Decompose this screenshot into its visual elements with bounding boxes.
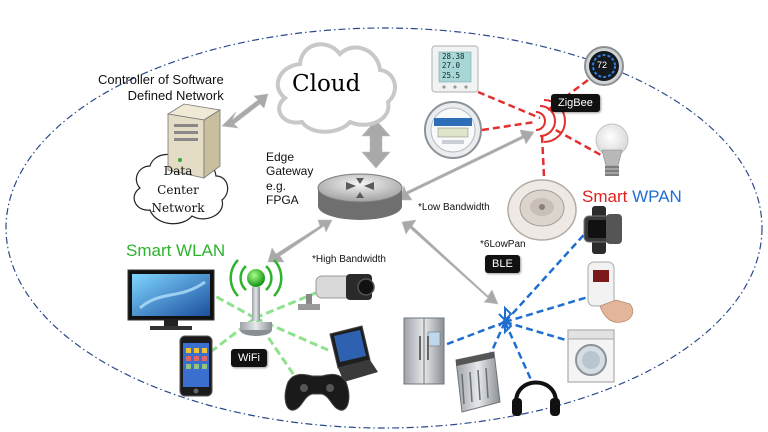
- thermostat-panel-icon: [431, 45, 479, 93]
- data-center-line3: Network: [151, 201, 205, 216]
- data-center-line1: Data: [163, 164, 193, 178]
- edge-gateway-label: Edge Gateway e.g. FPGA: [266, 150, 313, 208]
- headphones-icon: [512, 380, 560, 416]
- tv-icon: [127, 269, 215, 330]
- high-bandwidth-label: *High Bandwidth: [312, 254, 386, 265]
- nest-thermostat-icon: [584, 46, 624, 86]
- thermostat-reading-2: 27.0: [442, 61, 461, 71]
- bluetooth-icon: [498, 305, 513, 335]
- edge-gateway-router-icon: [317, 173, 403, 220]
- smoke-detector-icon: [507, 179, 577, 241]
- uplink-arrows: [221, 93, 535, 305]
- controller-label: Controller of Software Defined Network: [98, 72, 224, 105]
- camera-icon: [298, 274, 375, 310]
- light-bulb-icon: [595, 123, 629, 176]
- thermostat-reading-1: 28.38: [442, 52, 465, 61]
- ble-tag: BLE: [485, 255, 520, 273]
- gateway-line3: e.g.: [266, 178, 287, 193]
- smart-wpan-title: Smart WPAN: [582, 186, 682, 207]
- controller-label-line2: Defined Network: [127, 88, 224, 104]
- cloud-shape: [275, 42, 397, 134]
- gateway-line1: Edge: [266, 150, 295, 164]
- refrigerator-icon: [403, 317, 445, 385]
- wifi-tag: WiFi: [231, 349, 267, 367]
- cloud-label: Cloud: [292, 71, 361, 97]
- smart-wlan-title: Smart WLAN: [126, 241, 226, 260]
- smartwatch-icon: [583, 206, 622, 254]
- dishwasher-icon: [455, 351, 501, 413]
- data-center-line2: Center: [157, 182, 199, 197]
- thermostat-reading-3: 25.5: [442, 70, 461, 80]
- controller-label-line1: Controller of Software: [98, 72, 224, 87]
- smart-meter-icon: [424, 101, 482, 159]
- network-boundary-ellipse: [5, 27, 763, 429]
- gateway-line4: FPGA: [266, 193, 299, 208]
- laptop-icon: [329, 325, 378, 382]
- sixlowpan-label: *6LowPan: [480, 239, 526, 250]
- nest-temperature: 72: [597, 60, 608, 70]
- low-bandwidth-label: *Low Bandwidth: [418, 202, 490, 213]
- washing-machine-icon: [567, 329, 615, 383]
- smartphone-icon: [179, 335, 213, 397]
- smart-wpan-title-b: WPAN: [632, 187, 682, 206]
- pulse-oximeter-icon: [587, 261, 634, 323]
- smart-wpan-title-a: Smart: [582, 187, 628, 206]
- gamepad-icon: [284, 373, 350, 411]
- wifi-access-point-icon: [229, 259, 283, 336]
- server-icon: [166, 103, 222, 179]
- data-center-label: Data Center Network: [148, 162, 208, 218]
- gateway-line2: Gateway: [266, 164, 314, 179]
- thermostat-panel-readout: 28.38 27.0 25.5: [442, 52, 465, 80]
- zigbee-tag: ZigBee: [551, 94, 600, 112]
